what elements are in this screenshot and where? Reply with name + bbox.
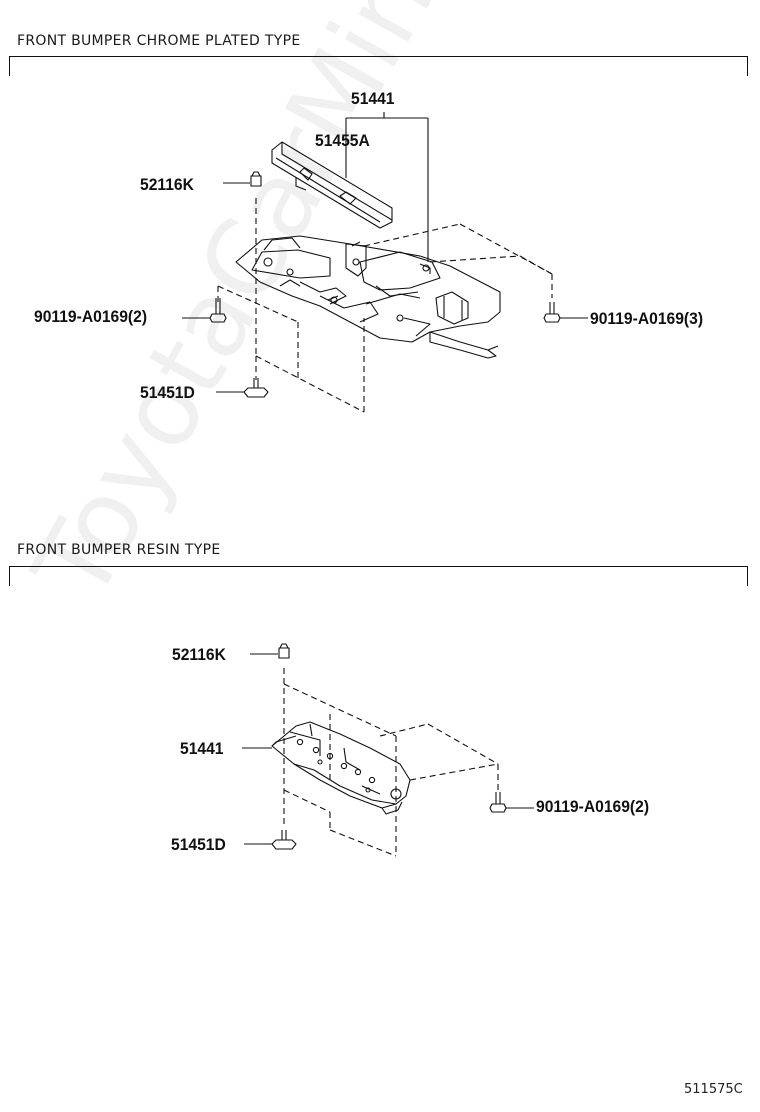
clip-part-2 xyxy=(250,643,290,659)
screw-part-2 xyxy=(244,830,297,850)
label-main-panel-2: 51441 xyxy=(180,739,224,758)
clip-part-1 xyxy=(223,171,262,187)
guide-lines-1 xyxy=(217,198,553,413)
section-bracket-chrome xyxy=(9,56,748,76)
label-screw-2: 51451D xyxy=(171,835,226,854)
label-clip-2: 52116K xyxy=(172,645,226,664)
label-clip-1: 52116K xyxy=(140,175,194,194)
label-sub-panel-1: 51455A xyxy=(315,131,370,150)
label-bolt-left-1: 90119-A0169(2) xyxy=(34,307,148,326)
bolt-right-1 xyxy=(543,302,588,323)
label-main-panel-1: 51441 xyxy=(351,89,395,108)
label-bolt-right-1: 90119-A0169(3) xyxy=(590,309,704,328)
diagram-code: 511575C xyxy=(684,1082,743,1097)
bolt-left-1 xyxy=(182,298,227,323)
main-panel-part xyxy=(235,235,501,359)
bolt-right-2 xyxy=(489,792,534,813)
section-bracket-resin xyxy=(9,566,748,586)
main-panel-part-2 xyxy=(271,721,411,815)
sub-panel-part xyxy=(271,141,393,229)
screw-part-1 xyxy=(216,378,269,398)
label-screw-1: 51451D xyxy=(140,383,195,402)
section-title-chrome: FRONT BUMPER CHROME PLATED TYPE xyxy=(17,33,301,49)
label-bolt-right-2: 90119-A0169(2) xyxy=(536,797,650,816)
leader-main-panel xyxy=(345,112,429,262)
section-title-resin: FRONT BUMPER RESIN TYPE xyxy=(17,542,221,558)
guide-lines-2 xyxy=(283,668,499,857)
